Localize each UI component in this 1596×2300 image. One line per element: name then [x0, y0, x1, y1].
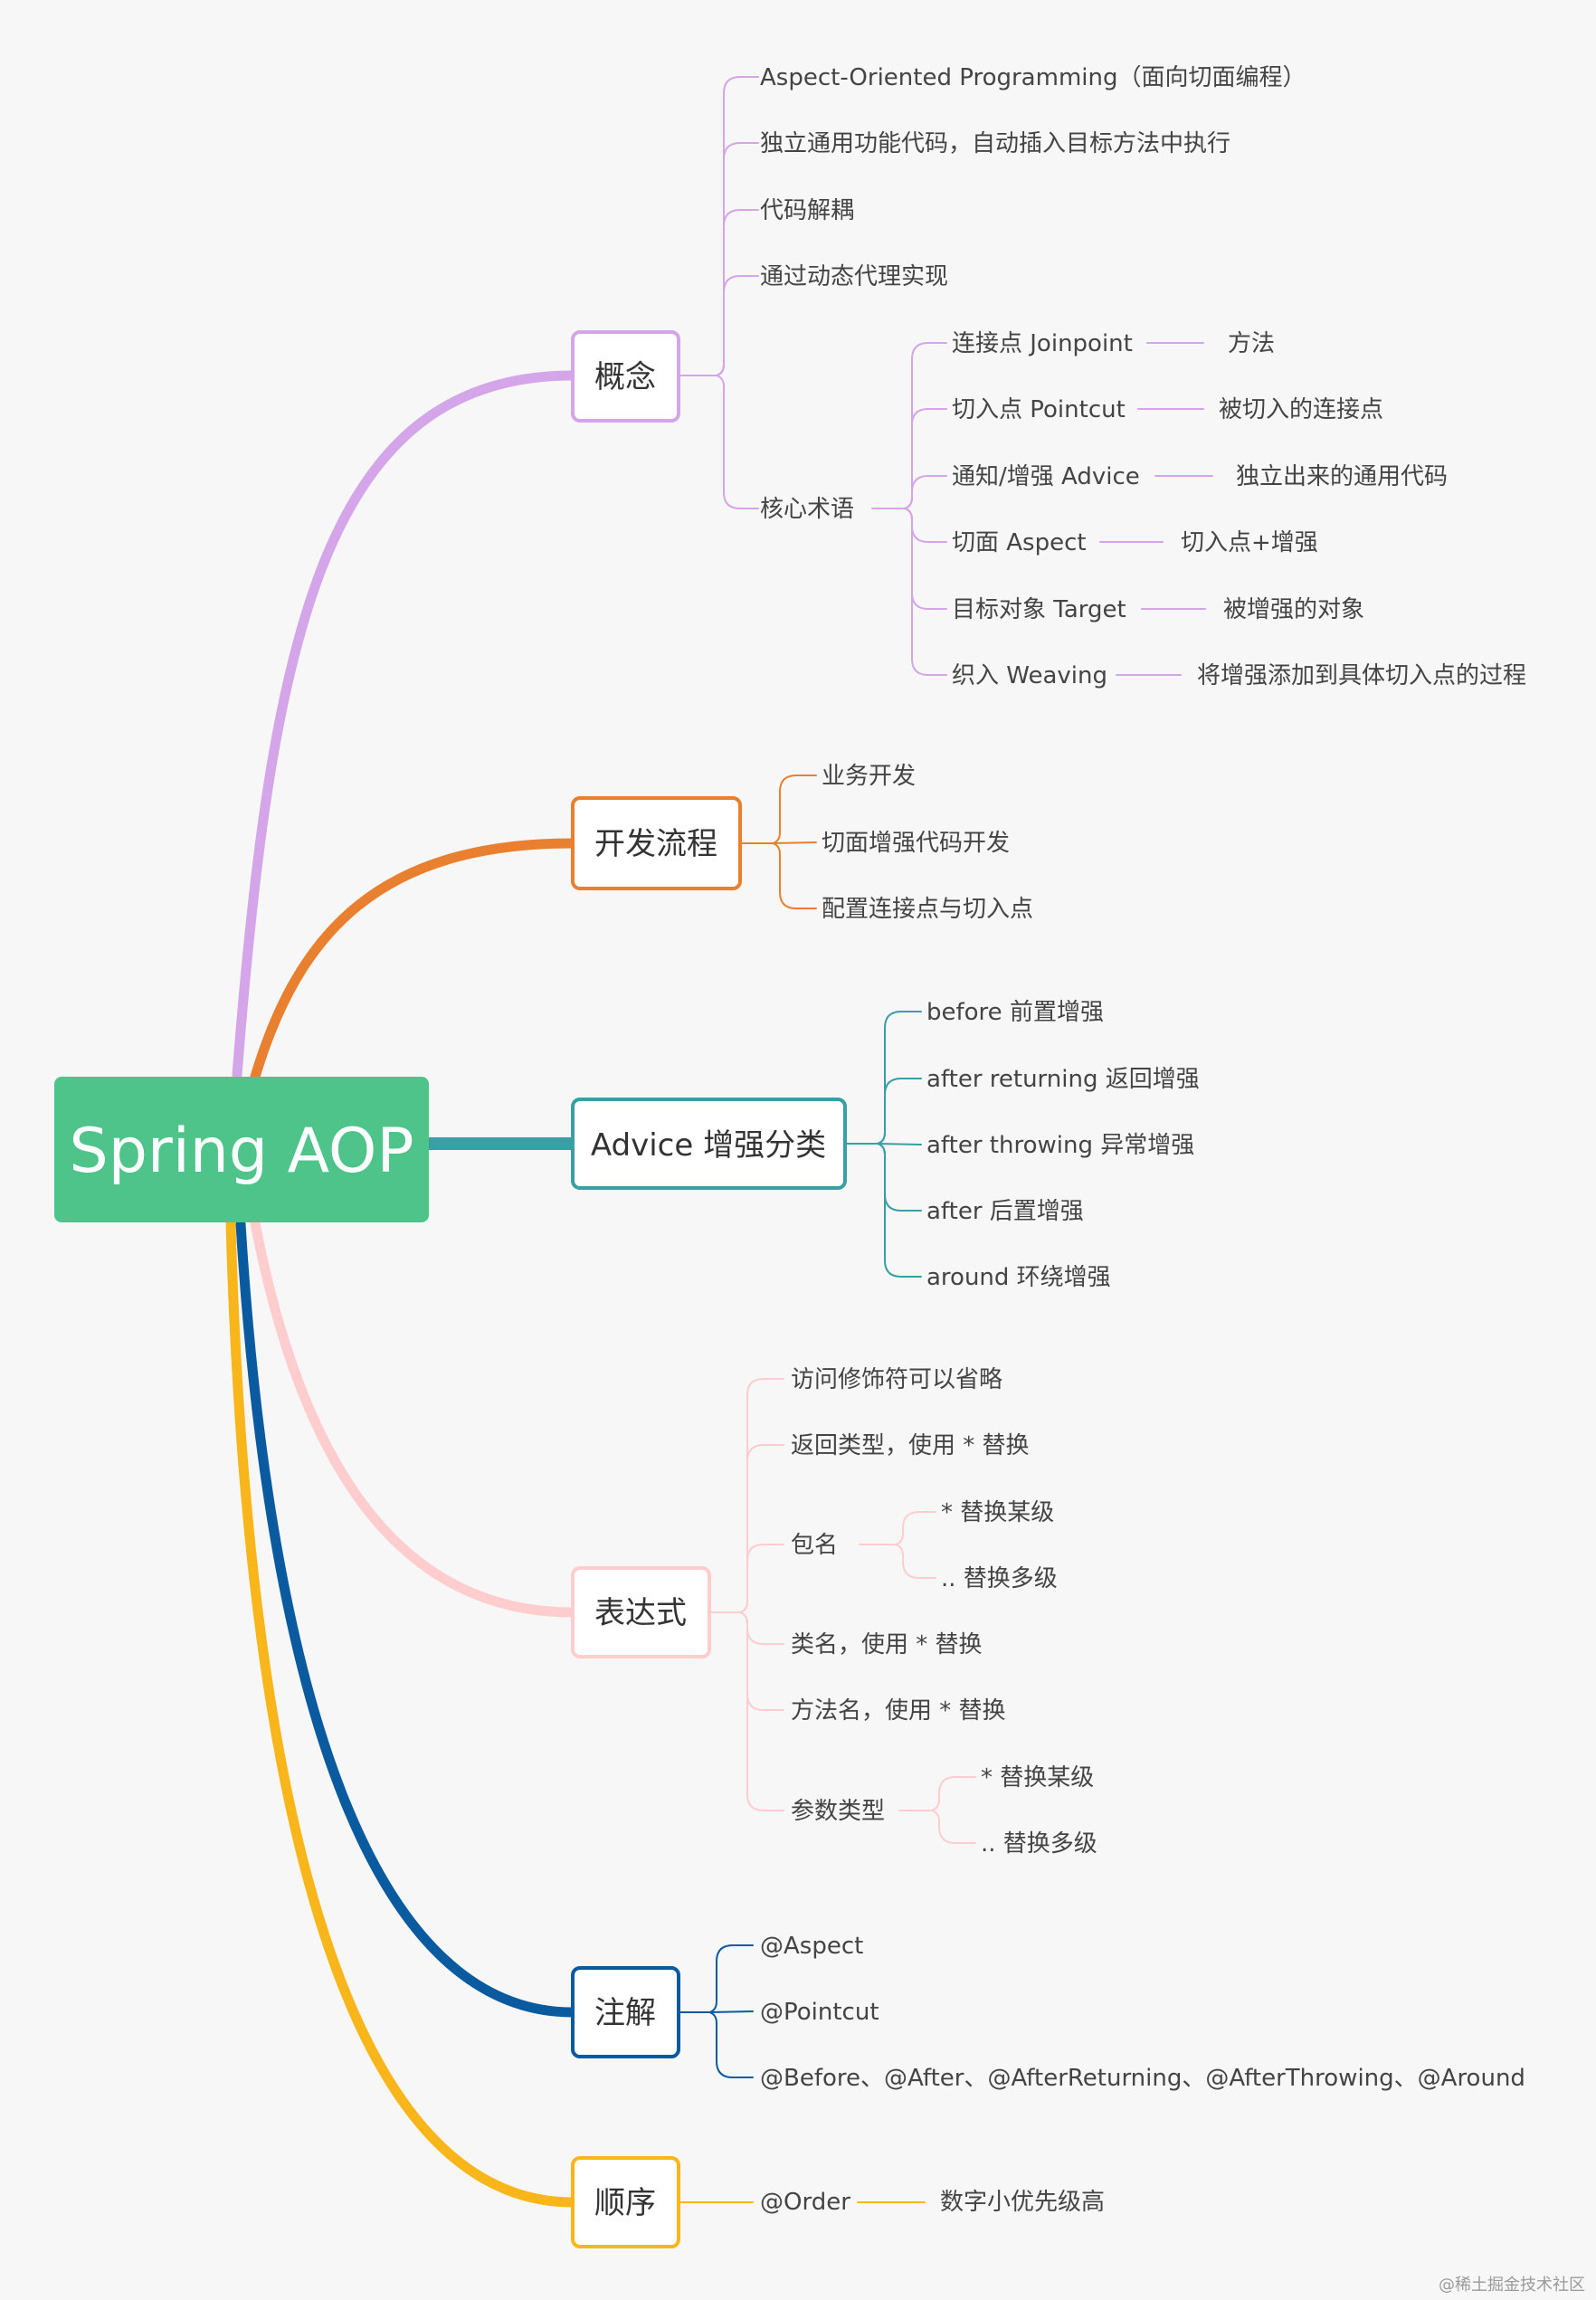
child-connector — [708, 2011, 754, 2078]
child-connector — [876, 1078, 922, 1145]
dev-flow-item: 配置连接点与切入点 — [822, 896, 1033, 923]
child-connector — [738, 1611, 784, 1711]
root-node[interactable]: Spring AOP — [54, 1077, 429, 1222]
child-connector — [738, 1544, 784, 1613]
child-connector — [876, 1143, 922, 1212]
advice-item: before 前置增强 — [926, 999, 1104, 1026]
term-value: 切入点+增强 — [1181, 529, 1318, 556]
branch-label: 注解 — [594, 1995, 656, 2031]
branch-node-dev-flow[interactable]: 开发流程 — [571, 796, 742, 890]
concept-item: 核心术语 — [760, 496, 854, 523]
root-label: Spring AOP — [70, 1116, 414, 1187]
main-connector-concept — [232, 370, 578, 1080]
child-connector — [930, 1810, 976, 1844]
child-connector — [709, 2010, 754, 2013]
advice-item: around 环绕增强 — [926, 1264, 1111, 1291]
child-connector — [708, 1944, 754, 2013]
concept-item: Aspect-Oriented Programming（面向切面编程） — [760, 64, 1306, 91]
expression-item: 方法名，使用 * 替换 — [791, 1697, 1006, 1725]
child-connector — [715, 375, 759, 509]
root-box — [54, 1077, 429, 1222]
main-connector-dev-flow — [250, 838, 578, 1082]
term-label: 目标对象 Target — [952, 596, 1126, 623]
concept-item: 代码解耦 — [760, 197, 854, 224]
expression-subitem: * 替换某级 — [981, 1764, 1094, 1792]
child-connector — [738, 1444, 784, 1613]
expression-item: 返回类型，使用 * 替换 — [791, 1432, 1030, 1459]
child-connector — [877, 1143, 922, 1145]
expression-subitem: * 替换某级 — [941, 1499, 1054, 1526]
child-connector — [773, 841, 817, 844]
branch-box — [571, 1966, 680, 2058]
branch-node-expression[interactable]: 表达式 — [571, 1566, 711, 1658]
expression-item: 参数类型 — [791, 1798, 885, 1825]
annotation-item: @Before、@After、@AfterReturning、@AfterThr… — [760, 2065, 1525, 2092]
main-connector-expression — [250, 1218, 578, 1618]
concept-item: 通过动态代理实现 — [760, 263, 948, 290]
expression-subitem: .. 替换多级 — [981, 1830, 1097, 1858]
term-label: 织入 Weaving — [952, 662, 1107, 689]
child-connector — [903, 508, 947, 610]
branch-node-advice-types[interactable]: Advice 增强分类 — [571, 1098, 847, 1190]
term-label: 通知/增强 Advice — [952, 463, 1140, 490]
child-connector — [772, 842, 817, 909]
branch-label: 顺序 — [594, 2185, 656, 2221]
advice-item: after throwing 异常增强 — [926, 1132, 1194, 1159]
term-value: 被切入的连接点 — [1219, 396, 1383, 423]
branch-box — [571, 1566, 711, 1658]
expression-item: 包名 — [791, 1532, 838, 1559]
term-value: 被增强的对象 — [1223, 596, 1364, 623]
advice-item: after 后置增强 — [926, 1198, 1084, 1225]
expression-item: 类名，使用 * 替换 — [791, 1631, 983, 1658]
branch-label: 开发流程 — [594, 826, 717, 862]
annotation-item: @Aspect — [760, 1933, 863, 1960]
branch-label: 概念 — [594, 359, 656, 395]
advice-item: after returning 返回增强 — [926, 1066, 1200, 1093]
child-connector — [715, 209, 759, 376]
main-connector-order — [225, 1219, 578, 2208]
child-connector — [894, 1511, 936, 1545]
concept-item: 独立通用功能代码，自动插入目标方法中执行 — [760, 130, 1230, 157]
expression-subitem: .. 替换多级 — [941, 1565, 1058, 1592]
annotation-item: @Pointcut — [760, 1999, 879, 2026]
branch-label: 表达式 — [594, 1595, 687, 1631]
child-connector — [903, 408, 947, 509]
branch-node-order[interactable]: 顺序 — [571, 2156, 680, 2248]
connector-layer — [225, 76, 1213, 2208]
order-value: 数字小优先级高 — [940, 2189, 1105, 2216]
term-label: 切入点 Pointcut — [952, 396, 1126, 423]
branch-node-annotation[interactable]: 注解 — [571, 1966, 680, 2058]
branch-box — [571, 1098, 847, 1190]
term-value: 方法 — [1228, 330, 1275, 357]
term-label: 连接点 Joinpoint — [952, 330, 1133, 357]
child-connector — [738, 1378, 784, 1613]
child-connector — [903, 475, 947, 509]
watermark: @稀土掘金技术社区 — [1439, 2276, 1585, 2295]
branch-box — [571, 796, 742, 890]
branch-node-concept[interactable]: 概念 — [571, 330, 680, 423]
branch-box — [571, 2156, 680, 2248]
branch-label: Advice 增强分类 — [591, 1127, 826, 1164]
child-connector — [715, 275, 759, 376]
order-item: @Order — [760, 2189, 850, 2216]
child-connector — [715, 142, 759, 376]
branch-box — [571, 330, 680, 423]
main-connector-annotation — [235, 1219, 578, 2018]
term-value: 独立出来的通用代码 — [1236, 463, 1448, 490]
child-connector — [894, 1544, 936, 1579]
child-connector — [876, 1143, 922, 1278]
term-label: 切面 Aspect — [952, 529, 1087, 556]
child-connector — [903, 508, 947, 676]
term-value: 将增强添加到具体切入点的过程 — [1197, 662, 1526, 689]
child-connector — [903, 342, 947, 509]
dev-flow-item: 切面增强代码开发 — [822, 830, 1010, 857]
expression-item: 访问修饰符可以省略 — [791, 1366, 1002, 1393]
child-connector — [930, 1776, 976, 1811]
child-connector — [772, 775, 817, 844]
dev-flow-item: 业务开发 — [822, 763, 916, 790]
child-connector — [738, 1611, 784, 1811]
child-connector — [715, 76, 759, 376]
